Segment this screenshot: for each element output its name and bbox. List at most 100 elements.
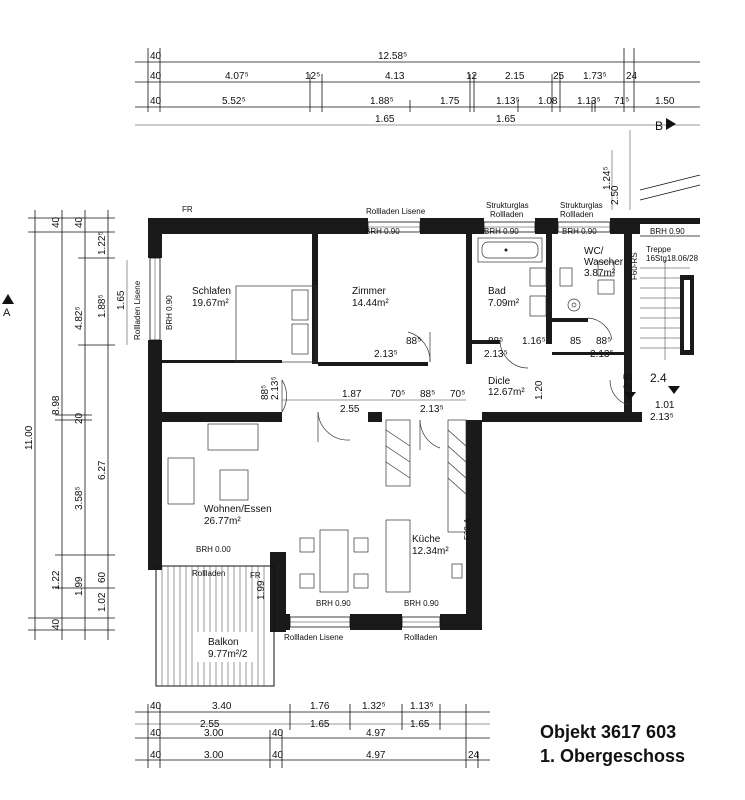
room-name-bad: Bad: [488, 286, 506, 297]
section-a-arrow: [2, 294, 14, 304]
section-b-label: B: [655, 119, 663, 133]
brh-top-4: BRH 0.90: [650, 227, 685, 236]
inner-dim-13: 85: [570, 336, 582, 347]
dim-top-r4-1: 1.65: [496, 114, 516, 125]
brh-left: BRH 0.90: [165, 295, 174, 330]
inner-dim-21: 1.99: [256, 580, 267, 600]
dim-bot-r3-1: 3.00: [204, 728, 224, 739]
f60rs-label: F60-RS: [630, 252, 639, 280]
dim-bot-r1-1: 3.40: [212, 701, 232, 712]
dim-left-c4-0: 1.22⁵: [97, 231, 108, 255]
dim-top-r3-3: 1.75: [440, 96, 460, 107]
dim-right-0: 1.24⁵: [602, 166, 613, 190]
dim-bot-r2-1: 1.65: [310, 719, 330, 730]
section-a-label: A: [3, 307, 11, 319]
dim-top-r3-7: 71⁵: [614, 96, 629, 107]
dim-top-r2-6: 25: [553, 71, 565, 82]
inner-dim-16: 1.20: [534, 380, 545, 400]
stair-arrow-icon-2: [624, 392, 636, 400]
stairwell: Treppe 16Stg18.06/28 F60-RS 2.4 2.5: [621, 174, 701, 400]
dim-left-c3-0: 40: [74, 216, 85, 228]
f60a-label: F60-A: [463, 518, 472, 540]
dim-left-c2-2: 40: [51, 618, 62, 630]
dim-top-r3-0: 40: [150, 96, 162, 107]
fr-balkon: FR: [250, 571, 261, 580]
dim-top-r3-5: 1.08: [538, 96, 558, 107]
dim-top-r2-0: 40: [150, 71, 162, 82]
room-area-wohnen: 26.77m²: [204, 516, 241, 527]
room-area-wc: 3.87m²: [584, 268, 616, 279]
dim-bot-r3-3: 4.97: [366, 728, 386, 739]
dim-left-c3-2: 20: [74, 412, 85, 424]
rollladen-bottom: Rollladen: [404, 633, 437, 642]
floor-name: 1. Obergeschoss: [540, 746, 686, 766]
fr-top: FR: [182, 205, 193, 214]
inner-dim-6: 2.55: [340, 404, 360, 415]
inner-dim-5: 70⁵: [450, 389, 465, 400]
room-area-zimmer: 14.44m²: [352, 298, 389, 309]
room-area-diele: 12.67m²: [488, 387, 525, 398]
inner-dim-11: 1.16⁵: [522, 336, 546, 347]
dim-bot-r4-1: 3.00: [204, 750, 224, 761]
room-name-kueche: Küche: [412, 534, 441, 545]
strukturglas-1: Strukturglas: [486, 201, 529, 210]
room-area-kueche: 12.34m²: [412, 546, 449, 557]
dim-left-c2-0: 40: [51, 216, 62, 228]
brh-bottom-2: BRH 0.90: [404, 599, 439, 608]
dim-top-r3-8: 1.50: [655, 96, 675, 107]
room-area-balkon: 9.77m²/2: [208, 649, 248, 660]
inner-dim-1: 88⁵: [260, 385, 271, 400]
brh-bottom-1: BRH 0.90: [316, 599, 351, 608]
dim-top-r3-4: 1.13⁵: [496, 96, 520, 107]
room-name-schlafen: Schlafen: [192, 286, 231, 297]
dim-bot-r4-0: 40: [150, 750, 162, 761]
inner-dim-7: 2.13⁵: [420, 404, 444, 415]
dim-bot-r1-0: 40: [150, 701, 162, 712]
right-dimensions: 1.24⁵ 2.50: [602, 130, 631, 210]
value-2-4: 2.4: [650, 371, 667, 385]
dim-top-r2-5: 2.15: [505, 71, 525, 82]
dim-top-r3-2: 1.88⁵: [370, 96, 394, 107]
walls: [148, 218, 700, 632]
doors: [281, 317, 629, 450]
inner-dim-4: 88⁵: [420, 389, 435, 400]
inner-dim-14: 88⁵: [596, 336, 611, 347]
bottom-dimensions: 40 3.40 1.76 1.32⁵ 1.13⁵ 2.55 1.65 1.65 …: [135, 701, 490, 768]
top-dimensions: 40 12.58⁵ 40 4.07⁵ 12⁵ 4.13 12 2.15 25 1…: [135, 48, 700, 126]
inner-dim-9: 2.13⁵: [374, 349, 398, 360]
balcony: [155, 565, 275, 687]
dim-bot-r2-2: 1.65: [410, 719, 430, 730]
room-name-wc-2: Wascher: [584, 257, 624, 268]
room-area-schlafen: 19.67m²: [192, 298, 229, 309]
rollladen-lisene-bottom: Rollladen Lisene: [284, 633, 344, 642]
dim-top-r3-6: 1.13⁵: [577, 96, 601, 107]
inner-dim-3: 70⁵: [390, 389, 405, 400]
inner-dim-17: 1.01: [655, 400, 675, 411]
dim-top-r2-4: 12: [466, 71, 478, 82]
dim-bot-r4-2: 40: [272, 750, 284, 761]
dim-top-r2-1: 4.07⁵: [225, 71, 249, 82]
inner-dim-10: 88⁵: [488, 336, 503, 347]
rollladen-balkon: Rollladen: [192, 569, 225, 578]
treppe-label: Treppe: [646, 245, 672, 254]
dim-bot-r1-4: 1.13⁵: [410, 701, 434, 712]
dim-left-c3-3: 3.58⁵: [74, 486, 85, 510]
dim-bot-r3-2: 40: [272, 728, 284, 739]
dim-left-c4-4: 1.02: [97, 592, 108, 612]
dim-top-r1-1: 12.58⁵: [378, 51, 407, 62]
dim-bot-r4-4: 24: [468, 750, 480, 761]
dim-right-1: 2.50: [610, 185, 621, 205]
annotations: FR Rollladen Lisene BRH 0.90 Strukturgla…: [133, 201, 685, 642]
room-labels: Schlafen 19.67m² Zimmer 14.44m² Bad 7.09…: [192, 246, 624, 660]
inner-dimensions: 2.13⁵ 88⁵ 1.87 70⁵ 88⁵ 70⁵ 2.55 2.13⁵ 88…: [256, 336, 675, 600]
brh-000: BRH 0.00: [196, 545, 231, 554]
inner-dim-15: 2.13⁵: [590, 349, 614, 360]
left-dimensions: 11.00 40 8.98 40 40 4.82⁵ 20 3.58⁵ 1.99 …: [24, 210, 128, 640]
brh-top-1: BRH 0.90: [365, 227, 400, 236]
dim-bot-r3-0: 40: [150, 728, 162, 739]
dim-top-r1-0: 40: [150, 51, 162, 62]
strukturglas-2: Strukturglas: [560, 201, 603, 210]
value-2-5: 2.5: [621, 373, 635, 390]
dim-left-c3-5: 1.22: [51, 570, 62, 590]
